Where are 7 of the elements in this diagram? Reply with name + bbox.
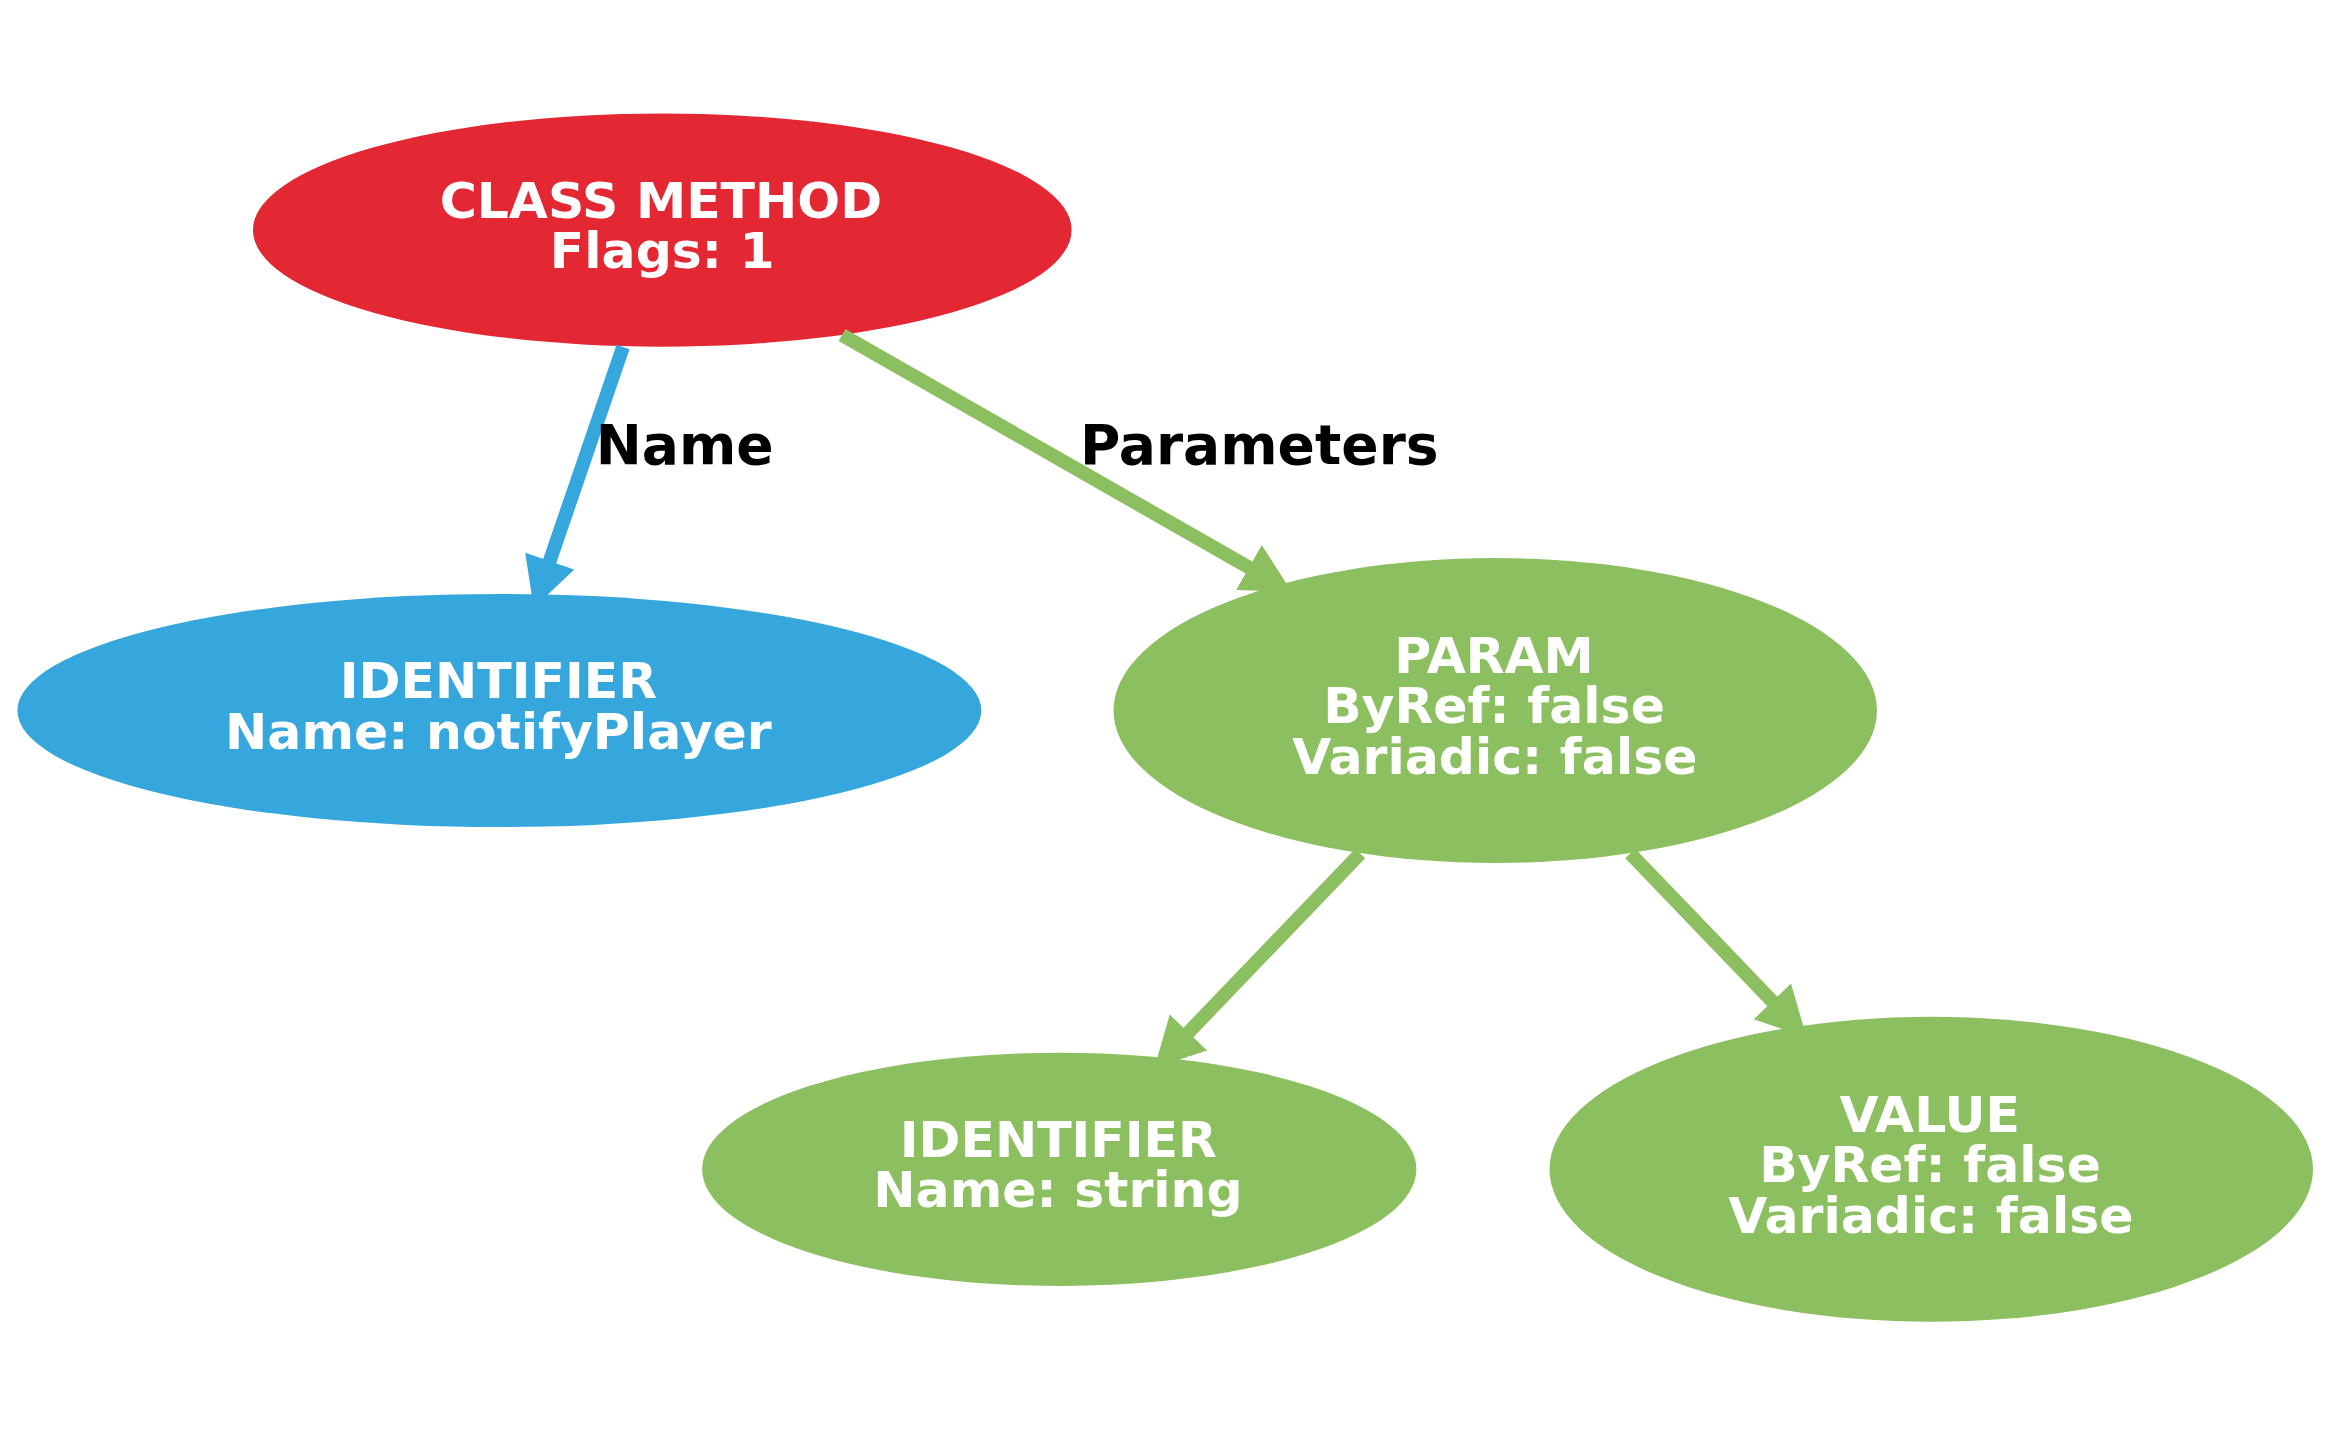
node-ellipse: IDENTIFIER Name: notifyPlayer	[17, 593, 982, 827]
edge-label: Name	[595, 412, 774, 477]
node-ellipse: CLASS METHOD Flags: 1	[252, 112, 1072, 347]
node-ellipse: IDENTIFIER Name: string	[702, 1052, 1417, 1286]
node-ellipse: VALUE ByRef: false Variadic: false	[1549, 1016, 2313, 1322]
edge-label: Parameters	[1079, 412, 1439, 477]
node-ellipse: PARAM ByRef: false Variadic: false	[1113, 557, 1877, 863]
